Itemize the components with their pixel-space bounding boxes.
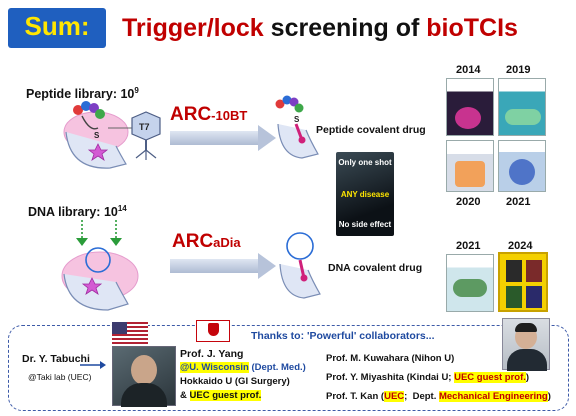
- kuwahara-name: Prof. M. Kuwahara: [326, 353, 409, 364]
- peptide-method-label: ARC-10BT: [170, 104, 247, 126]
- miyashita-name: Prof. Y. Miyashita: [326, 372, 404, 383]
- dna-drug-illustration: [279, 232, 321, 299]
- kan-line: Prof. T. Kan (UEC; Dept. Mechanical Engi…: [326, 391, 551, 402]
- journal-cover-2020: [446, 140, 494, 192]
- dna-library-text: DNA library: 10: [28, 205, 118, 220]
- sum-badge: [8, 8, 106, 48]
- page-title: Trigger/lock screening of bioTCIs: [122, 14, 518, 43]
- peptide-result-label: Peptide covalent drug: [316, 124, 426, 136]
- kan-highlight-dept: Mechanical Engineering: [438, 391, 548, 402]
- drug-s-label: S: [294, 115, 300, 124]
- dna-library-illustration: [61, 220, 139, 311]
- yang-line-3-highlight: UEC guest prof.: [189, 390, 262, 401]
- peptide-drug-illustration: S: [275, 95, 319, 159]
- yang-affiliation-highlight: @U. Wisconsin: [180, 362, 249, 373]
- yang-photo: [112, 346, 176, 407]
- sum-label: Sum:: [24, 11, 90, 41]
- year-2020: 2020: [456, 196, 481, 208]
- miyashita-highlight: UEC guest prof.: [454, 372, 526, 383]
- peptide-arrow: [170, 131, 260, 145]
- yang-affiliation: @U. Wisconsin (Dept. Med.): [180, 362, 306, 373]
- journal-cover-2021b: [446, 254, 494, 312]
- collaborator-photo: [502, 318, 550, 371]
- journal-cover-2021a: [498, 140, 546, 192]
- yang-line-3: & UEC guest prof.: [180, 390, 262, 401]
- miyashita-end: ): [525, 372, 530, 383]
- peptide-library-label: Peptide library: 109: [26, 86, 139, 101]
- yang-line-3-prefix: &: [180, 390, 190, 401]
- year-2021: 2021: [506, 196, 531, 208]
- tabuchi-lab: @Taki lab (UEC): [28, 372, 92, 382]
- kan-affiliation-2: ; Dept.: [404, 391, 439, 402]
- journal-cover-2024: [498, 252, 548, 312]
- kan-end: ): [547, 391, 551, 402]
- kan-name: Prof. T. Kan: [326, 391, 379, 402]
- peptide-library-text: Peptide library: 10: [26, 87, 135, 102]
- journal-cover-2019: [498, 78, 546, 136]
- peptide-arrow-head: [258, 125, 276, 151]
- highlight-box: [336, 152, 394, 236]
- dna-method-suffix: aDia: [213, 235, 241, 250]
- highlight-line-2: ANY disease: [340, 190, 390, 199]
- tabuchi-name: Dr. Y. Tabuchi: [22, 353, 90, 365]
- dna-library-exponent: 14: [117, 204, 127, 213]
- dna-method-main: ARC: [172, 231, 214, 252]
- peptide-library-exponent: 9: [134, 86, 139, 95]
- us-flag-icon: [112, 322, 148, 344]
- title-part-trigger: Trigger/lock: [122, 14, 264, 42]
- yang-affiliation-rest: (Dept. Med.): [248, 362, 306, 373]
- miyashita-affiliation: (Kindai U;: [403, 372, 455, 383]
- miyashita-line: Prof. Y. Miyashita (Kindai U; UEC guest …: [326, 372, 529, 383]
- year-2021b: 2021: [456, 240, 481, 252]
- year-2019: 2019: [506, 64, 531, 76]
- yang-line-2: Hokkaido U (GI Surgery): [180, 376, 290, 387]
- kuwahara-line: Prof. M. Kuwahara (Nihon U): [326, 353, 454, 364]
- dna-method-label: ARCaDia: [172, 231, 241, 253]
- highlight-line-1: Only one shot: [338, 158, 392, 167]
- peptide-library-illustration: S T7: [63, 101, 161, 169]
- kuwahara-affiliation: (Nihon U): [408, 353, 455, 364]
- peptide-s-label: S: [94, 131, 100, 140]
- year-2014: 2014: [456, 64, 481, 76]
- peptide-method-suffix: -10BT: [211, 108, 248, 123]
- journal-cover-2014: [446, 78, 494, 136]
- peptide-method-main: ARC: [170, 104, 212, 125]
- tabuchi-arrow-icon: [80, 361, 106, 369]
- year-2024: 2024: [508, 240, 533, 252]
- dna-library-label: DNA library: 1014: [28, 204, 127, 219]
- kan-highlight-uec: UEC: [384, 391, 405, 402]
- highlight-line-3: No side effect: [338, 220, 392, 229]
- dna-arrow-head: [258, 253, 276, 279]
- kan-affiliation-1: (: [378, 391, 385, 402]
- dna-result-label: DNA covalent drug: [328, 262, 423, 274]
- wisconsin-logo: [196, 320, 230, 342]
- phage-label: T7: [139, 122, 150, 132]
- collaborators-heading: Thanks to: 'Powerful' collaborators...: [251, 330, 435, 342]
- title-part-middle: screening of: [263, 14, 427, 42]
- title-part-biotcis: bioTCIs: [426, 14, 518, 42]
- dna-arrow: [170, 259, 260, 273]
- yang-name: Prof. J. Yang: [180, 348, 244, 360]
